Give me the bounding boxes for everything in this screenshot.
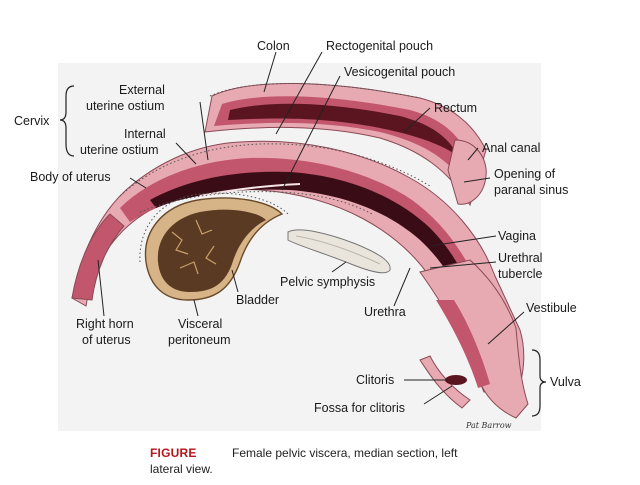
label-visceral-2: peritoneum	[168, 333, 231, 347]
pelvic-symphysis-bone	[287, 229, 391, 274]
label-urethral-1: Urethral	[498, 251, 542, 265]
vestibule-vulva	[419, 259, 529, 419]
label-opening-2: paranal sinus	[494, 183, 568, 197]
label-rectogenital-pouch: Rectogenital pouch	[326, 39, 433, 53]
bladder	[139, 192, 289, 301]
cervix-brace	[59, 85, 75, 157]
caption-line-2: lateral view.	[150, 462, 213, 476]
label-pelvic-symphysis: Pelvic symphysis	[280, 275, 375, 289]
label-vulva: Vulva	[550, 375, 581, 389]
label-fossa-for-clitoris: Fossa for clitoris	[314, 401, 405, 415]
label-internal-1: Internal	[124, 127, 166, 141]
label-body-of-uterus: Body of uterus	[30, 170, 111, 184]
label-rectum: Rectum	[434, 101, 477, 115]
caption-line-1: Female pelvic viscera, median section, l…	[232, 446, 458, 460]
label-urethra: Urethra	[364, 305, 406, 319]
artist-signature: Pat Barrow	[465, 421, 512, 430]
label-clitoris: Clitoris	[356, 373, 394, 387]
clitoris-structure	[445, 375, 467, 385]
label-opening-1: Opening of	[494, 167, 556, 181]
caption-heading: FIGURE	[150, 446, 197, 460]
label-internal-2: uterine ostium	[80, 143, 159, 157]
label-vestibule: Vestibule	[526, 301, 577, 315]
uterus-vagina	[71, 140, 525, 393]
leader-lines	[97, 51, 525, 405]
label-urethral-2: tubercle	[498, 267, 543, 281]
label-right-horn-2: of uterus	[82, 333, 131, 347]
label-anal-canal: Anal canal	[482, 141, 540, 155]
label-visceral-1: Visceral	[178, 317, 222, 331]
vulva-brace	[531, 349, 547, 417]
label-bladder: Bladder	[236, 293, 279, 307]
label-colon: Colon	[257, 39, 290, 53]
label-external-2: uterine ostium	[86, 99, 165, 113]
label-vagina: Vagina	[498, 229, 536, 243]
label-external-1: External	[119, 83, 165, 97]
label-right-horn-1: Right horn	[76, 317, 134, 331]
label-cervix: Cervix	[14, 114, 50, 128]
label-vesicogenital-pouch: Vesicogenital pouch	[344, 65, 455, 79]
